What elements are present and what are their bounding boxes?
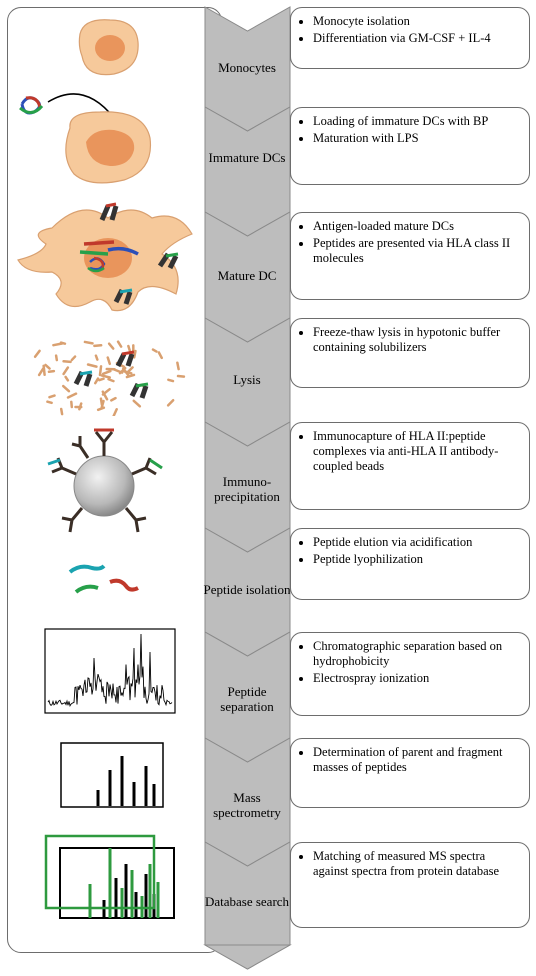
lysate-fragment [166, 398, 175, 407]
lysate-fragment [42, 364, 46, 376]
lysate-fragment [125, 366, 134, 375]
lysate-fragment [46, 400, 53, 405]
lysate-fragment [112, 368, 124, 374]
lysate-fragment [93, 344, 103, 348]
lysate-fragment [132, 349, 137, 359]
step-bullet: Differentiation via GM-CSF + IL-4 [313, 31, 521, 46]
lysate-fragment [47, 369, 56, 374]
lysate-fragment [101, 387, 111, 396]
step-bullet: Antigen-loaded mature DCs [313, 219, 521, 234]
step-bullet: Immunocapture of HLA II:peptide complexe… [313, 429, 521, 474]
step-description-box: Chromatographic separation based on hydr… [290, 632, 530, 716]
lysate-fragment [61, 384, 71, 393]
lysate-fragment [106, 356, 111, 366]
step-description-box: Immunocapture of HLA II:peptide complexe… [290, 422, 530, 510]
lysate-fragment [64, 375, 70, 382]
step-label: Monocytes [218, 60, 276, 75]
lysate-fragment [100, 399, 105, 409]
step-description-box: Freeze-thaw lysis in hypotonic buffer co… [290, 318, 530, 388]
step-bullet: Peptide elution via acidification [313, 535, 521, 550]
lysate-fragment [96, 406, 106, 412]
lysate-fragment [33, 349, 41, 359]
lysate-fragment [176, 361, 180, 371]
ms-spectrum-illustration [60, 742, 164, 808]
lysis-illustration [33, 340, 186, 416]
lysate-fragment [151, 348, 158, 353]
step-label: Peptide isolation [203, 582, 291, 597]
lysate-fragment [54, 354, 59, 362]
lysate-fragment [44, 363, 51, 370]
step-label: Mass spectrometry [213, 790, 281, 820]
chromatogram-illustration [44, 628, 176, 714]
step-description-box: Loading of immature DCs with BP Maturatio… [290, 107, 530, 185]
immature-dc-illustration [19, 93, 152, 184]
step-label: Immuno-precipitation [214, 474, 280, 504]
step-bullet: Peptide lyophilization [313, 552, 521, 567]
lysate-fragment [176, 374, 186, 378]
step-bullet: Loading of immature DCs with BP [313, 114, 521, 129]
step-label: Database search [204, 894, 290, 909]
lysate-fragment [116, 340, 123, 348]
step-bullet: Electrospray ionization [313, 671, 521, 686]
lysate-fragment [110, 396, 117, 402]
step-label: Peptide separation [220, 684, 274, 714]
step-bullet: Freeze-thaw lysis in hypotonic buffer co… [313, 325, 521, 355]
lysate-fragment [48, 394, 56, 399]
step-bullet: Peptides are presented via HLA class II … [313, 236, 521, 266]
step-label: Lysis [233, 372, 261, 387]
lysate-fragment [59, 341, 67, 345]
lysate-fragment [107, 342, 115, 350]
lysate-fragment [98, 365, 103, 377]
lysate-fragment [107, 378, 115, 383]
step-description-box: Peptide elution via acidificationPeptide… [290, 528, 530, 600]
lysate-fragment [66, 392, 78, 399]
database-match-illustration [44, 834, 175, 919]
lysate-fragment [157, 351, 163, 360]
step-bullet: Matching of measured MS spectra against … [313, 849, 521, 879]
step-bullet: Chromatographic separation based on hydr… [313, 639, 521, 669]
lysate-fragment [97, 377, 105, 382]
lysate-fragment [70, 355, 77, 362]
lysate-fragment [78, 402, 83, 411]
lysate-fragment [94, 377, 100, 385]
lysate-fragment [86, 363, 98, 368]
bead-illustration [47, 428, 163, 533]
step-label: Mature DC [217, 268, 277, 283]
step-label: Immature DCs [208, 150, 286, 165]
step-description-box: Determination of parent and fragment mas… [290, 738, 530, 808]
lysate-fragment [100, 374, 111, 379]
step-bullet: Monocyte isolation [313, 14, 521, 29]
step-bullet: Maturation with LPS [313, 131, 521, 146]
lysate-fragment [62, 366, 70, 376]
monocyte-illustration [78, 19, 139, 76]
lysate-fragment [112, 408, 118, 416]
lysate-fragment [167, 378, 175, 383]
arrow-head [203, 944, 292, 970]
lysate-fragment [127, 344, 131, 352]
lysate-fragment [94, 354, 99, 361]
step-bullet: Determination of parent and fragment mas… [313, 745, 521, 775]
lysate-fragment [101, 369, 112, 376]
step-description-box: Matching of measured MS spectra against … [290, 842, 530, 928]
lysate-fragment [62, 360, 72, 364]
lysate-fragment [125, 373, 136, 379]
lysate-fragment [132, 399, 142, 408]
lysate-fragment [83, 340, 94, 345]
mature-dc-illustration [17, 202, 193, 312]
step-description-box: Monocyte isolationDifferentiation via GM… [290, 7, 530, 69]
peptides-illustration [68, 564, 139, 594]
step-description-box: Antigen-loaded mature DCsPeptides are pr… [290, 212, 530, 300]
lysate-fragment [59, 407, 64, 416]
lysate-fragment [37, 367, 45, 377]
